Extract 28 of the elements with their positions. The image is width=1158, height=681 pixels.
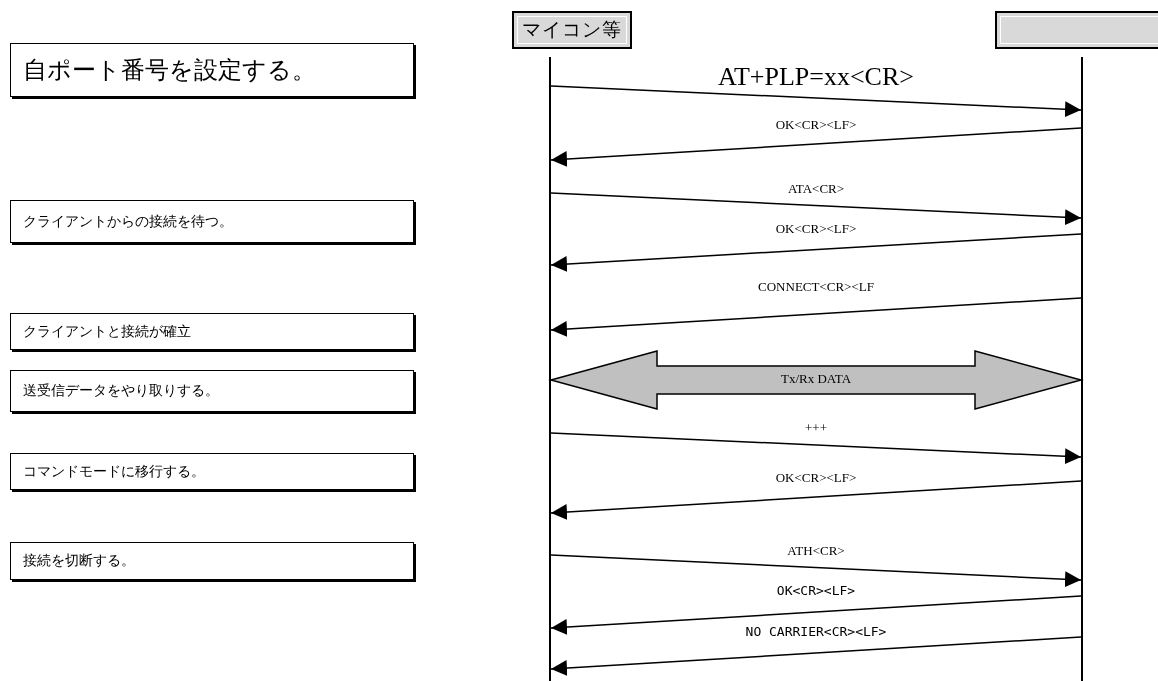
message-arrow [550, 192, 1082, 226]
step-text: 自ポート番号を設定する。 [23, 56, 316, 85]
message-arrow [550, 297, 1082, 337]
double-arrow [548, 350, 1084, 410]
step-text: コマンドモードに移行する。 [23, 462, 205, 481]
participant-box [995, 11, 1158, 49]
message-arrow [550, 127, 1082, 167]
message-arrow [550, 432, 1082, 465]
step-box [10, 453, 414, 490]
step-box [10, 43, 414, 97]
step-text: クライアントからの接続を待つ。 [23, 212, 233, 231]
message-arrow [550, 480, 1082, 520]
step-box [10, 313, 414, 350]
message-arrow [550, 636, 1082, 676]
message-arrow [550, 595, 1082, 635]
step-text: クライアントと接続が確立 [23, 322, 191, 341]
step-box [10, 542, 414, 580]
step-text: 送受信データをやり取りする。 [23, 382, 219, 400]
lifeline [549, 57, 551, 681]
lifeline [1081, 57, 1083, 681]
message-arrow [550, 85, 1082, 118]
step-box [10, 370, 414, 412]
participant-name: マイコン等 [522, 17, 622, 42]
message-arrow [550, 554, 1082, 588]
participant-box [512, 11, 632, 49]
message-arrow [550, 233, 1082, 273]
step-box [10, 200, 414, 243]
step-text: 接続を切断する。 [23, 552, 135, 570]
